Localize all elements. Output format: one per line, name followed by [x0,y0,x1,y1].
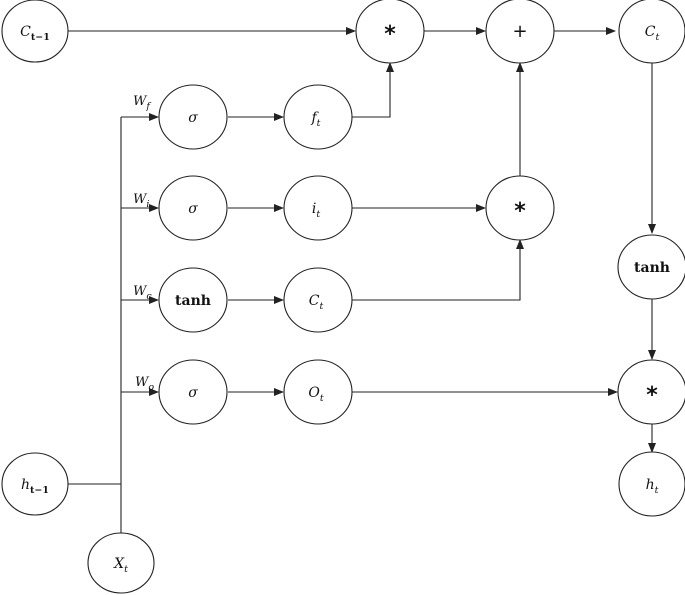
svg-text:Ct: Ct [645,24,660,43]
weight-label-wo: Wo [135,375,154,393]
svg-text:ht−1: ht−1 [21,477,49,496]
node-x-t: Xt [87,532,155,594]
edge-ft-to-mult-f [352,62,394,118]
svg-text:*: * [514,199,526,224]
node-f-t: ft [283,84,353,150]
weight-labels: Wf Wi Wc Wo [133,94,154,393]
node-sigma-forget: σ [158,84,228,150]
svg-text:+: + [512,21,527,42]
weight-label-wi: Wi [133,192,149,210]
svg-text:Ot: Ot [308,385,323,404]
node-tanh-candidate: tanh [158,267,228,333]
weight-label-wc: Wc [133,284,152,302]
node-o-t: Ot [283,359,353,425]
node-add: + [485,0,555,64]
svg-text:tanh: tanh [634,260,670,276]
node-c-prev: Ct−1 [1,0,69,63]
node-mult-input: * [485,175,555,241]
weight-label-wf: Wf [133,94,151,112]
svg-text:σ: σ [188,110,198,126]
svg-text:*: * [384,22,396,47]
node-c-candidate: Ct [283,267,353,333]
node-sigma-output: σ [158,359,228,425]
node-sigma-input: σ [158,175,228,241]
svg-text:*: * [646,383,658,408]
svg-text:σ: σ [188,385,198,401]
edges [68,27,656,535]
node-mult-forget: * [355,0,425,64]
svg-text:tanh: tanh [175,293,211,309]
edge-ctilde-to-mult-i [352,239,524,301]
svg-text:it: it [312,201,320,220]
svg-text:Ct−1: Ct−1 [20,24,50,43]
svg-text:Ct: Ct [309,293,324,312]
svg-text:ft: ft [310,110,320,129]
node-i-t: it [283,175,353,241]
node-c-t: Ct [618,0,685,64]
node-tanh-output: tanh [617,234,685,300]
node-mult-output: * [617,359,685,425]
svg-text:Xt: Xt [113,556,128,575]
svg-text:ht: ht [646,477,659,496]
node-h-t: ht [618,451,685,517]
svg-text:σ: σ [188,201,198,217]
node-h-prev: ht−1 [1,452,69,516]
